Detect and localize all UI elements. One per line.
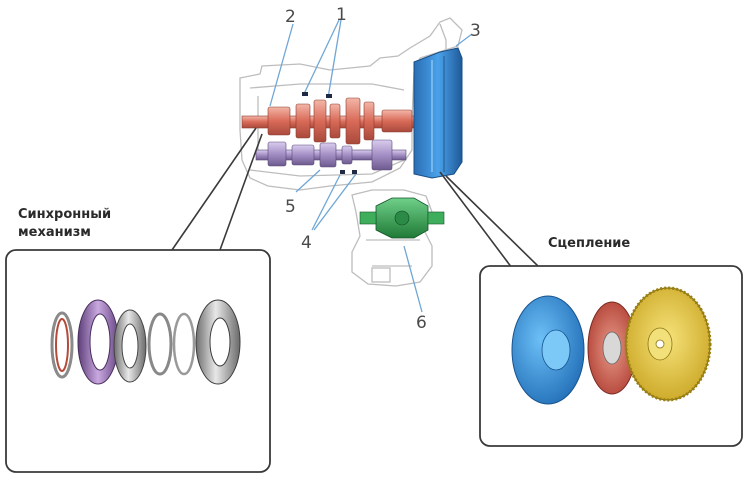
callout-2: 2 bbox=[285, 7, 296, 27]
synchro-exploded-view bbox=[50, 299, 241, 385]
callout-6: 6 bbox=[416, 313, 427, 333]
synchro-caption-line1: Синхронный bbox=[18, 207, 111, 222]
shift-fork-markers bbox=[302, 92, 357, 174]
callout-4: 4 bbox=[301, 233, 312, 253]
clutch-panel bbox=[479, 265, 743, 447]
callout-5: 5 bbox=[285, 197, 296, 217]
input-shaft bbox=[241, 97, 443, 145]
zoom-connectors bbox=[171, 127, 541, 269]
differential bbox=[359, 197, 445, 239]
callout-1: 1 bbox=[336, 5, 347, 25]
clutch-exploded-view bbox=[511, 286, 712, 405]
leader-lines bbox=[269, 19, 473, 313]
synchro-caption-line2: механизм bbox=[18, 225, 91, 240]
synchro-panel bbox=[5, 249, 271, 473]
clutch-caption: Сцепление bbox=[548, 236, 630, 251]
output-shaft bbox=[255, 139, 407, 171]
clutch-housing bbox=[413, 47, 463, 179]
callout-3: 3 bbox=[470, 21, 481, 41]
